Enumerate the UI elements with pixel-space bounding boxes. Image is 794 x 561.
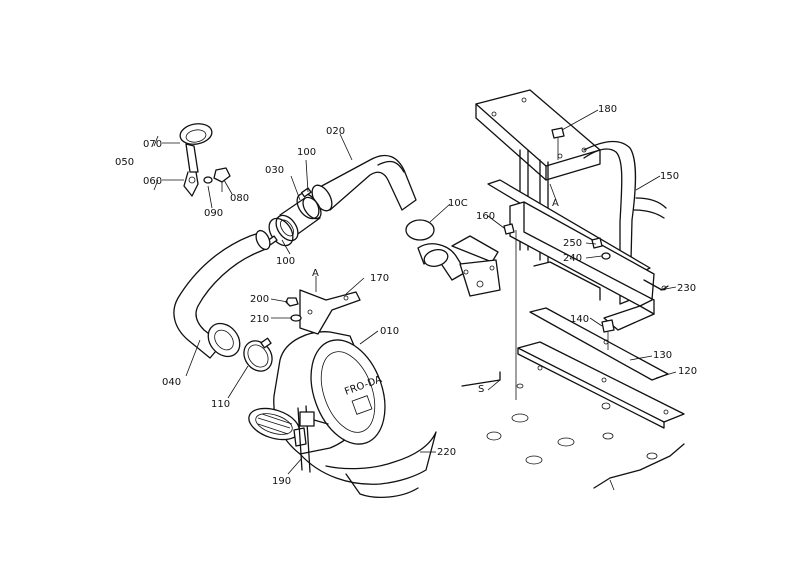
bolt-180 <box>551 127 565 160</box>
label-250: 250 <box>563 238 582 249</box>
label-080: 080 <box>230 193 249 204</box>
label-240: 240 <box>563 253 582 264</box>
label-mark: S <box>478 384 484 395</box>
plate-120 <box>517 341 685 429</box>
bolt-160 <box>503 223 515 235</box>
hose-040 <box>173 229 271 359</box>
label-120: 120 <box>678 366 697 377</box>
label-a-upper: A <box>552 198 559 209</box>
label-230: 230 <box>677 283 696 294</box>
label-090: 090 <box>204 208 223 219</box>
label-170: 170 <box>370 273 389 284</box>
leader-lines <box>162 109 677 475</box>
washer-210 <box>290 314 302 322</box>
label-10c: 10C <box>448 198 468 209</box>
label-180: 180 <box>598 104 617 115</box>
label-a-lower: A <box>312 268 319 279</box>
group-bracket-050 <box>153 135 159 191</box>
hanger-070 <box>179 123 213 173</box>
label-050: 050 <box>115 157 134 168</box>
part-labels: 050 070 060 090 080 030 100 100 020 10C … <box>115 104 697 487</box>
label-070: 070 <box>143 139 162 150</box>
label-190: 190 <box>272 476 291 487</box>
label-020: 020 <box>326 126 345 137</box>
label-060: 060 <box>143 176 162 187</box>
hose-clamp-110 <box>243 337 273 372</box>
label-160: 160 <box>476 211 495 222</box>
washer-240 <box>601 252 611 260</box>
label-210: 210 <box>250 314 269 325</box>
label-040: 040 <box>162 377 181 388</box>
band-220 <box>299 431 437 499</box>
bolt-140 <box>601 319 615 350</box>
bolt-250 <box>591 237 603 249</box>
label-100-lower: 100 <box>276 256 295 267</box>
bolt-080 <box>213 167 231 192</box>
strap-060 <box>183 171 199 197</box>
label-030: 030 <box>265 165 284 176</box>
base-outline <box>461 230 685 491</box>
hose-020 <box>311 154 417 212</box>
label-100-upper: 100 <box>297 147 316 158</box>
hose-clamp-100-upper <box>296 187 320 220</box>
hose-10c <box>405 219 501 297</box>
label-200: 200 <box>250 294 269 305</box>
label-110: 110 <box>211 399 230 410</box>
plate-130 <box>529 307 669 381</box>
washer-090 <box>203 176 213 184</box>
band-190 <box>297 405 329 473</box>
label-150: 150 <box>660 171 679 182</box>
bracket-170 <box>299 289 361 335</box>
label-220: 220 <box>437 447 456 458</box>
label-130: 130 <box>653 350 672 361</box>
label-010: 010 <box>380 326 399 337</box>
label-140: 140 <box>570 314 589 325</box>
